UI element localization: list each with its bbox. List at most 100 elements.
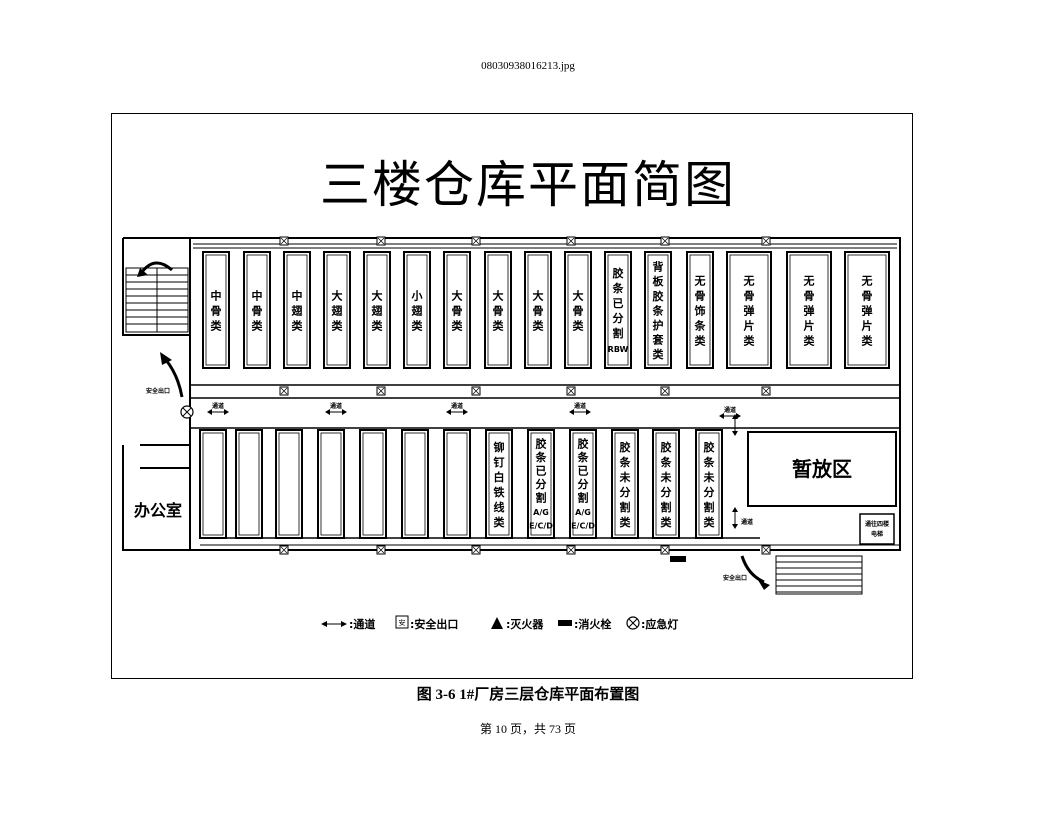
top-rack-label-8: 大 [493,289,504,303]
top-rack-label-3: 类 [292,319,304,333]
top-rack-label-12: 条 [652,303,665,317]
legend-safety-exit: :安全出口 [410,617,458,631]
bottom-rack-label-9: 割 [536,490,547,504]
bottom-rack-label-9: 已 [536,465,547,478]
safety-exit-icon: 安 [395,615,409,629]
bottom-rack-label-13: 割 [704,500,715,514]
top-rack-label-14: 片 [744,319,755,333]
bottom-rack-label-13: 条 [703,455,716,469]
top-rack-9 [524,251,552,369]
top-rack-10 [564,251,592,369]
hydrant-icon [670,556,686,562]
top-rack-label-8: 类 [493,319,505,333]
bottom-rack-10 [569,429,597,539]
legend-emergency-light: :应急灯 [641,617,678,631]
figure-caption: 图 3-6 1#厂房三层仓库平面布置图 [416,687,640,703]
bottom-rack-label-8: 钉 [494,455,505,469]
top-rack-label-15: 类 [804,334,816,348]
elevator-label-1: 通往四楼 [865,520,889,528]
top-rack-label-1: 骨 [211,305,222,318]
bottom-rack-label-12: 胶 [661,440,672,454]
bottom-rack-6 [401,429,429,539]
staging-label: 暂放区 [792,457,852,481]
top-rack-label-6: 翅 [411,304,424,318]
top-rack-label-12: 套 [653,333,665,347]
stair-turn-arrow-icon [140,261,173,273]
aisle-label-6: 通道 [741,518,753,526]
office-label: 办公室 [134,501,182,520]
bottom-rack-label-11: 分 [620,485,631,499]
top-rack-label-12: 背 [653,260,664,274]
bottom-rack-label-10: 胶 [578,437,589,451]
hydrant-legend-icon [558,620,572,626]
top-rack-label-15: 无 [803,275,815,288]
top-rack-label-15: 片 [804,319,815,333]
top-rack-13 [686,251,714,369]
top-rack-label-12: 胶 [653,289,664,303]
extinguisher-icon [491,617,503,629]
aisle-label-3: 通道 [451,402,463,410]
bottom-rack-9 [527,429,555,539]
bottom-rack-label-11: 类 [620,515,632,529]
bottom-rack-12 [652,429,680,539]
top-rack-label-6: 类 [412,319,424,333]
top-rack-label-10: 大 [573,289,584,303]
bottom-rack-label-13: 分 [704,485,715,499]
top-rack-row: 中骨类中骨类中翅类大翅类大翅类小翅类大骨类大骨类大骨类大骨类胶条已分割RBW背板… [202,251,890,369]
top-rack-label-9: 类 [533,319,545,333]
exit-label-lower: 安全出口 [723,574,747,582]
page-number: 第 10 页，共 73 页 [479,722,576,736]
elevator-label-2: 电梯 [871,530,883,538]
top-rack-label-4: 类 [332,319,344,333]
bottom-rack-label-8: 铆 [494,440,505,454]
top-rack-label-16: 类 [862,334,874,348]
bottom-rack-8 [485,429,513,539]
top-rack-6 [403,251,431,369]
bottom-rack-label-10: 割 [578,490,589,504]
safety-exit-arrow-upper-icon [160,352,184,398]
legend-hydrant: :消火栓 [574,617,611,631]
top-rack-label-11: 条 [612,281,625,295]
top-rack-14 [726,251,772,369]
bottom-rack-label-8: 类 [494,515,506,529]
bottom-rack-5 [359,429,387,539]
top-rack-label-9: 骨 [533,305,544,318]
bottom-rack-label-11: 未 [619,470,632,484]
bottom-rack-label-10: A/G [575,508,591,517]
top-rack-3 [283,251,311,369]
aisle-markers: 通道通道通道通道通道通道 [207,402,753,529]
top-rack-label-14: 类 [744,334,756,348]
top-rack-label-13: 类 [695,334,707,348]
top-rack-label-13: 条 [694,319,707,333]
aisle-label-2: 通道 [330,402,342,410]
exit-label-upper: 安全出口 [146,387,170,395]
top-rack-label-13: 骨 [695,290,706,303]
bottom-rack-label-8: 白 [494,470,505,484]
top-rack-label-10: 类 [573,319,585,333]
bottom-rack-label-13: 未 [703,470,716,484]
top-rack-label-12: 板 [653,274,665,288]
top-rack-7 [443,251,471,369]
wall-exit-markers [279,236,771,555]
plan-title: 三楼仓库平面简图 [320,156,736,214]
bottom-rack-label-13: 类 [704,515,716,529]
top-rack-label-12: 护 [653,318,664,332]
top-rack-label-7: 类 [452,319,464,333]
top-rack-label-1: 中 [211,289,222,303]
bottom-rack-label-10: 已 [578,465,589,478]
top-rack-label-11: RBW [608,345,629,354]
top-rack-label-16: 弹 [862,304,873,318]
top-rack-label-5: 翅 [371,304,384,318]
bottom-rack-label-12: 未 [660,470,673,484]
bottom-rack-label-12: 条 [660,455,673,469]
legend-extinguisher: :灭火器 [506,618,544,631]
bottom-rack-label-9: 条 [535,450,548,464]
bottom-rack-label-9: E/C/D [529,521,553,530]
top-rack-label-5: 类 [372,319,384,333]
top-rack-label-15: 骨 [804,290,815,303]
safety-exit-arrow-lower-icon [740,555,770,590]
aisle-icon [321,621,347,627]
top-rack-label-16: 骨 [862,290,873,303]
top-rack-label-8: 骨 [493,305,504,318]
